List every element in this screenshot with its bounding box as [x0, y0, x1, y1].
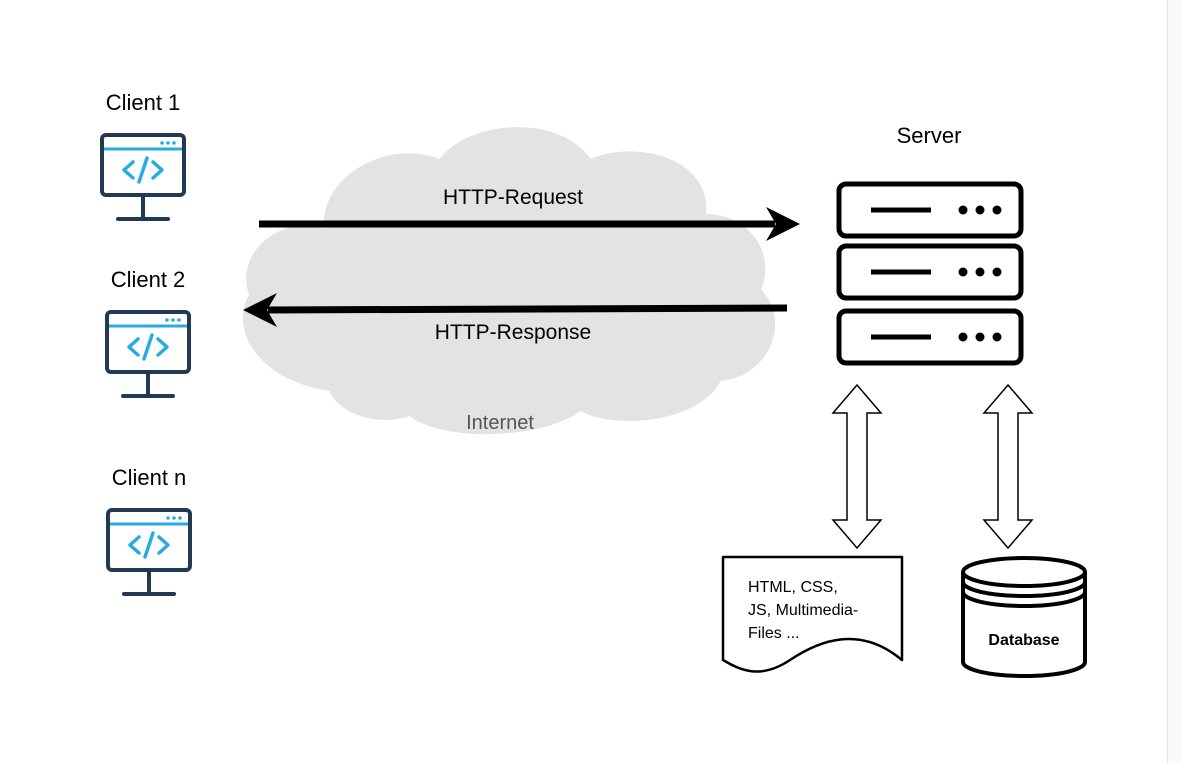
server-database-double-arrow-icon — [982, 383, 1034, 550]
page-edge-rule — [1167, 0, 1181, 763]
files-text-line-3: Files ... — [748, 625, 800, 642]
server-files-double-arrow-icon — [831, 383, 883, 550]
http-response-arrowhead-icon — [243, 293, 277, 327]
internet-cloud — [242, 127, 776, 435]
http-response-label: HTTP-Response — [435, 321, 591, 344]
client-1-monitor-icon — [100, 133, 186, 221]
internet-label: Internet — [466, 412, 534, 434]
http-response-arrow — [267, 304, 788, 314]
database-cylinder-icon — [961, 556, 1087, 678]
files-text-line-2: JS, Multimedia- — [748, 602, 858, 619]
files-document-icon — [721, 555, 904, 673]
server-label: Server — [897, 123, 962, 148]
server-rack-icon — [839, 184, 1021, 363]
files-text-line-1: HTML, CSS, — [748, 579, 838, 596]
http-request-label: HTTP-Request — [443, 186, 583, 209]
client-2-label: Client 2 — [111, 267, 186, 292]
client-1-label: Client 1 — [106, 90, 181, 115]
database-label: Database — [988, 632, 1059, 649]
http-request-arrowhead-icon — [766, 207, 800, 241]
client-n-label: Client n — [112, 465, 187, 490]
client-n-monitor-icon — [106, 508, 192, 596]
client-2-monitor-icon — [105, 310, 191, 398]
